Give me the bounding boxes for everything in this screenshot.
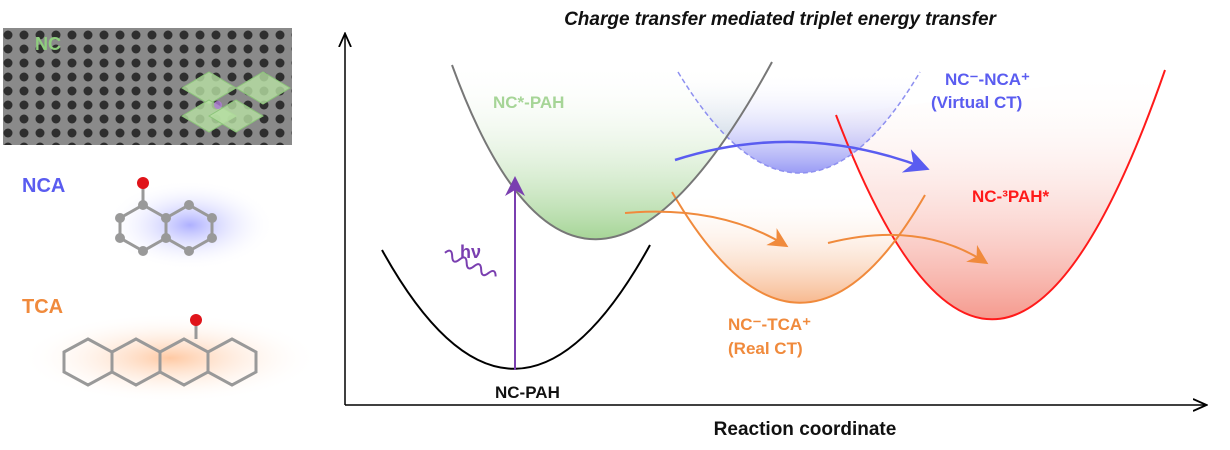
triplet-curve — [835, 69, 1166, 321]
nc-lattice-image — [3, 28, 292, 145]
diagram-title: Charge transfer mediated triplet energy … — [564, 9, 997, 30]
real-ct-arrow-2 — [827, 233, 989, 265]
excited-state-curve — [451, 61, 773, 241]
hv-label: hν — [460, 242, 481, 262]
tca-molecule-icon — [20, 313, 320, 403]
real-ct-fill — [672, 192, 925, 303]
triplet-fill — [836, 70, 1165, 320]
real-ct-sublabel: (Real CT) — [728, 339, 803, 358]
nc-label: NC — [35, 34, 61, 54]
octahedra-icon — [181, 71, 291, 133]
real-ct-arrow-1 — [624, 210, 789, 248]
ground-state-label: NC-PAH — [495, 383, 560, 402]
virtual-ct-curve — [677, 71, 921, 174]
virtual-ct-sublabel: (Virtual CT) — [931, 93, 1022, 112]
real-ct-label: NC⁻-TCA⁺ — [728, 315, 811, 334]
nca-molecule-icon — [105, 177, 275, 270]
excited-state-fill — [452, 62, 772, 240]
excited-state-label: NC*-PAH — [493, 93, 564, 112]
tca-label: TCA — [22, 296, 63, 318]
virtual-ct-arrow — [674, 140, 930, 173]
x-axis-label: Reaction coordinate — [714, 419, 897, 440]
photon-wave-icon — [444, 249, 497, 277]
real-ct-curve — [671, 191, 926, 304]
nca-label: NCA — [22, 175, 65, 197]
triplet-label: NC-³PAH* — [972, 187, 1050, 206]
virtual-ct-label: NC⁻-NCA⁺ — [945, 70, 1030, 89]
